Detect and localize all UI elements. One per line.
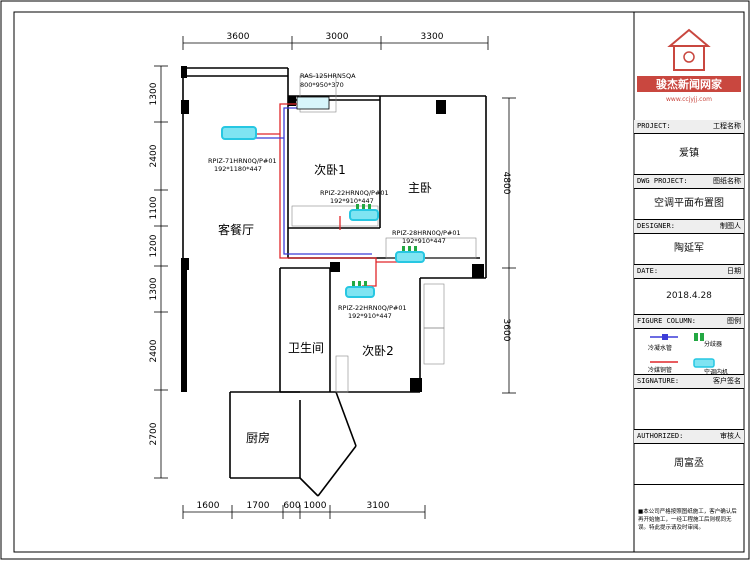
dim-left-5: 1300 (149, 277, 159, 300)
column-2 (181, 100, 189, 114)
tb-project-value: 爱镇 (679, 148, 699, 159)
tb-designer-cn: 制图人 (720, 222, 741, 230)
column-7 (410, 378, 422, 392)
logo-brand-text: 骏杰新闻网家 (656, 77, 723, 91)
tb-date-value: 2018.4.28 (666, 291, 712, 301)
dim-top-2: 3000 (326, 32, 349, 42)
dimension-bottom (182, 505, 426, 519)
logo-brand-bg (637, 76, 741, 92)
dim-left-2: 2400 (149, 144, 159, 167)
outdoor-platform (299, 75, 337, 113)
tb-designer: DESIGNER: 制图人 陶延军 (634, 220, 744, 265)
dim-left-1: 1300 (149, 82, 159, 105)
tb-date: DATE: 日期 2018.4.28 (634, 265, 744, 315)
column-4 (288, 96, 296, 106)
pipe-red (256, 103, 402, 287)
dim-top-1: 3600 (227, 32, 250, 42)
wardrobe-master (385, 237, 477, 259)
tb-project: PROJECT: 工程名称 爱镇 (634, 120, 744, 175)
logo-house-icon (667, 28, 711, 71)
dim-bottom-5: 3100 (367, 501, 390, 511)
indoor-unit-bed1 (349, 204, 379, 221)
column-5 (436, 100, 446, 114)
legend-cooling: 冷媒铜管 (648, 367, 673, 374)
outdoor-size: 800*950*370 (300, 81, 344, 89)
dim-left-3: 1100 (149, 196, 159, 219)
tb-authorized: AUTHORIZED: 审核人 周富丞 (634, 430, 744, 485)
dim-right-2: 3600 (501, 319, 511, 342)
master-unit-size: 192*910*447 (402, 237, 446, 245)
indoor-unit-living (221, 126, 257, 140)
tb-signature-cn: 客户签名 (713, 377, 741, 385)
dim-left-4: 1200 (149, 234, 159, 257)
closet-bed2 (423, 327, 445, 365)
indoor-unit-master (395, 246, 425, 263)
door-bed2 (335, 355, 349, 393)
pipe-blue (256, 107, 372, 255)
tb-project-label: PROJECT: (637, 122, 671, 130)
bed2-unit-model: RPIZ-22HRN0Q/P#01 (338, 304, 407, 312)
dim-bottom-2: 1700 (247, 501, 270, 511)
column-6 (472, 264, 484, 278)
legend-refrigerant: 冷凝水管 (648, 345, 673, 352)
column-8 (330, 262, 340, 272)
tb-figure-cn: 图例 (727, 317, 741, 325)
tb-dwg-cn: 图纸名称 (713, 177, 741, 185)
tb-designer-value: 陶延军 (674, 243, 704, 254)
room-master: 主卧 (408, 181, 432, 195)
tb-signature-label: SIGNATURE: (637, 377, 680, 385)
dim-left-7: 2700 (149, 422, 159, 445)
dim-left-6: 2400 (149, 339, 159, 362)
tb-figure: FIGURE COLUMN: 图例 冷凝水管 分歧器 冷媒铜管 空调内机 (634, 315, 744, 376)
bed1-unit-model: RPIZ-22HRN0Q/P#01 (320, 189, 389, 197)
tb-project-cn: 工程名称 (713, 122, 741, 130)
tb-designer-label: DESIGNER: (637, 222, 675, 230)
dim-right-1: 4800 (501, 172, 511, 195)
room-living: 客餐厅 (218, 222, 254, 237)
tb-dwg: DWG PROJECT: 图纸名称 空调平面布置图 (634, 175, 744, 220)
window-living-left (181, 270, 187, 392)
tb-dwg-value: 空调平面布置图 (654, 198, 724, 209)
balcony-bed2 (423, 283, 445, 329)
logo-url: www.ccjyjj.com (666, 96, 712, 103)
outdoor-unit (296, 96, 330, 110)
dim-bottom-4: 1000 (304, 501, 327, 511)
dim-bottom-3: 600 (283, 501, 300, 511)
dim-top-3: 3300 (421, 32, 444, 42)
living-unit-size: 192*1180*447 (214, 165, 262, 173)
legend-icons (650, 333, 715, 368)
tb-authorized-label: AUTHORIZED: (637, 432, 684, 440)
room-bed2: 次卧2 (362, 344, 394, 358)
titleblock-frame (633, 11, 745, 553)
dimension-left (154, 65, 168, 479)
room-bed1: 次卧1 (314, 163, 346, 177)
tb-dwg-label: DWG PROJECT: (637, 177, 688, 185)
column-1 (181, 66, 187, 78)
tb-authorized-value: 周富丞 (674, 458, 704, 469)
outdoor-model: RAS-125HRN5QA (300, 72, 356, 80)
room-bath: 卫生间 (288, 341, 324, 355)
bed2-unit-size: 192*910*447 (348, 312, 392, 320)
dim-bottom-1: 1600 (197, 501, 220, 511)
room-kitchen: 厨房 (246, 430, 270, 445)
column-3 (181, 258, 189, 270)
tb-authorized-cn: 审核人 (720, 432, 741, 440)
indoor-unit-bed2 (345, 281, 375, 298)
tb-date-label: DATE: (637, 267, 659, 275)
tb-signature: SIGNATURE: 客户签名 (634, 375, 744, 430)
dimension-top (182, 36, 489, 50)
tb-date-cn: 日期 (727, 267, 741, 275)
dimension-right (502, 97, 516, 394)
living-unit-model: RPIZ-71HRN0Q/P#01 (208, 157, 277, 165)
tb-figure-label: FIGURE COLUMN: (637, 317, 697, 325)
legend-splitter: 分歧器 (704, 341, 723, 348)
tb-note: ■本公司严格按照图纸施工，客户确认后再开始施工，一经工程施工后则视同无误。特此提… (638, 509, 737, 531)
master-unit-model: RPIZ-28HRN0Q/P#01 (392, 229, 461, 237)
legend-indoor: 空调内机 (704, 369, 729, 376)
bed1-unit-size: 192*910*447 (330, 197, 374, 205)
